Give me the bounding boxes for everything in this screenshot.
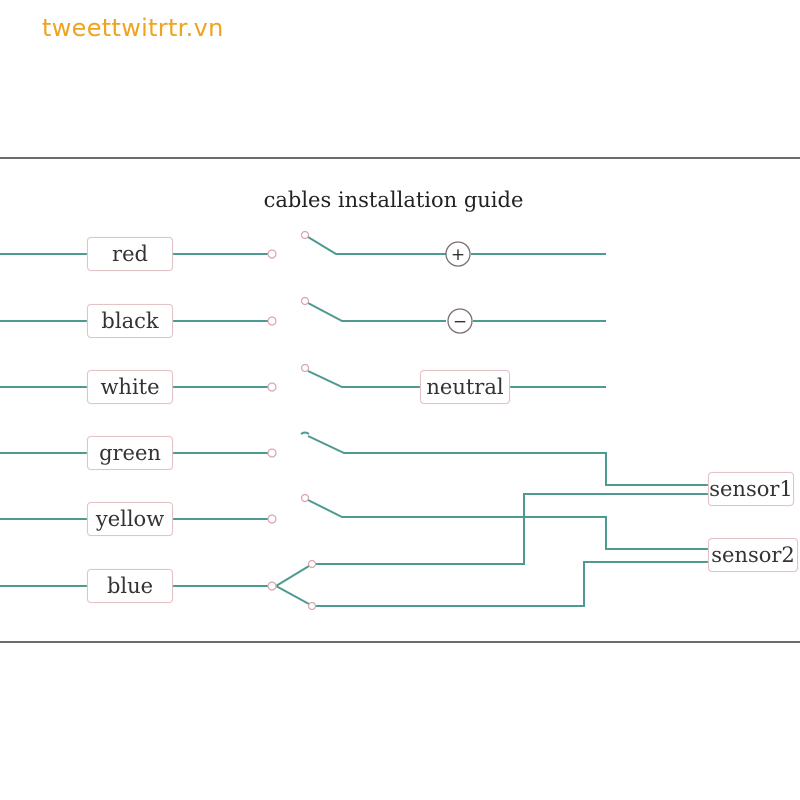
cable-label-black: black	[87, 304, 173, 338]
cable-label-yellow: yellow	[87, 502, 173, 536]
cable-label-white: white	[87, 370, 173, 404]
svg-text:−: −	[453, 312, 467, 332]
sensor1-label: sensor1	[708, 472, 794, 506]
svg-text:+: +	[451, 245, 465, 265]
wire-white	[0, 370, 606, 388]
diagram-frame	[0, 157, 800, 643]
wire-yellow	[0, 499, 708, 550]
negative-terminal-icon: −	[447, 308, 473, 334]
cable-label-green: green	[87, 436, 173, 470]
watermark-text: tweettwitrtr.vn	[42, 14, 224, 42]
cable-label-blue: blue	[87, 569, 173, 603]
neutral-label: neutral	[420, 370, 510, 404]
sensor2-label: sensor2	[708, 538, 798, 572]
wire-blue	[0, 493, 708, 607]
terminals	[267, 230, 317, 611]
diagram-title: cables installation guide	[263, 188, 524, 212]
wire-green	[0, 435, 708, 486]
positive-terminal-icon: +	[445, 241, 471, 267]
wire-red	[0, 236, 606, 255]
wire-black	[0, 302, 606, 322]
green-switch-hook	[300, 431, 310, 435]
cable-label-red: red	[87, 237, 173, 271]
